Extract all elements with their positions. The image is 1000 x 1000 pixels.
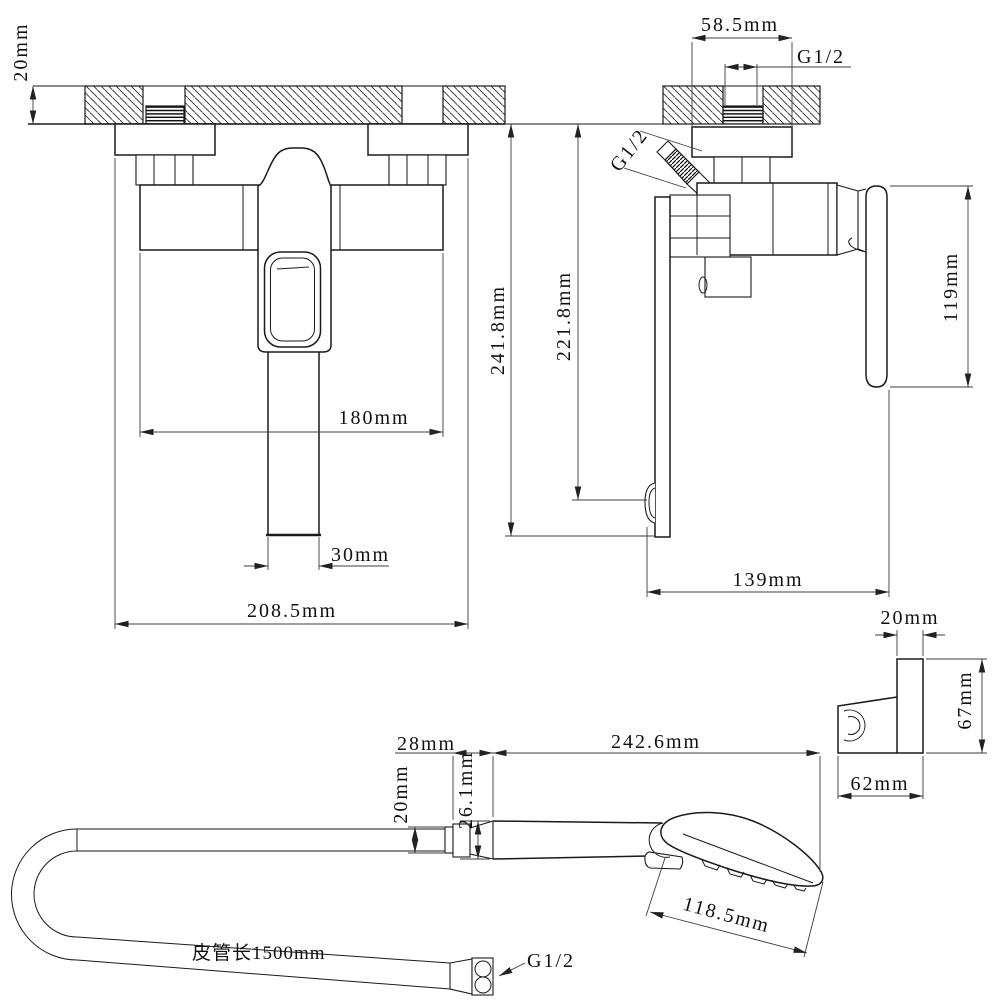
dim-side-overall-depth: 139mm xyxy=(646,390,890,597)
shower-head xyxy=(660,811,824,887)
dim-label-overall-height: 241.8mm xyxy=(487,285,509,375)
handle-side xyxy=(836,184,888,388)
flange-left xyxy=(114,123,216,156)
dim-side-inlet-offset: 58.5mm xyxy=(691,14,793,128)
dim-label-front-wall-thickness: 20mm xyxy=(10,22,32,81)
front-view: 20mm 180mm 30mm 208.5mm xyxy=(10,22,506,629)
dim-handle-end-dia: 26.1mm xyxy=(455,751,490,860)
wall-thread-side xyxy=(722,105,764,125)
dim-label-outlet-height: 221.8mm xyxy=(553,271,575,361)
hose-length-note: 皮管长1500mm xyxy=(192,942,326,964)
dim-shower-lengths: 28mm 242.6mm xyxy=(395,731,821,872)
side-view: 58.5mm G1/2 G1/2 241.8mm 221.8mm xyxy=(487,14,973,597)
dim-label-front-spout-width: 30mm xyxy=(331,544,390,566)
holder-view: 20mm 67mm 62mm xyxy=(837,607,987,800)
dim-holder-depth: 62mm xyxy=(837,756,924,800)
valve-column xyxy=(257,147,332,353)
spout xyxy=(266,352,321,537)
wall-section-side xyxy=(505,85,821,125)
handle-button-front xyxy=(263,251,322,348)
dim-side-overall-height: 241.8mm xyxy=(487,124,655,537)
dim-hose-connector-dia: 20mm xyxy=(390,764,445,854)
holder-wall-plate xyxy=(896,658,924,754)
dim-holder-plate-thickness: 20mm xyxy=(875,607,945,656)
dim-label-hose-thread: G1/2 xyxy=(527,950,575,972)
dim-label-handle-height: 119mm xyxy=(940,252,962,322)
dim-label-handle-end-dia: 26.1mm xyxy=(455,751,477,829)
dim-label-connector-length: 28mm xyxy=(397,733,456,755)
hose-outlet-port xyxy=(644,482,656,524)
dim-side-outlet-height: 221.8mm xyxy=(553,124,647,501)
dim-label-holder-plate-thickness: 20mm xyxy=(880,607,939,629)
shower-hose xyxy=(11,828,451,990)
dim-holder-height: 67mm xyxy=(926,658,987,754)
dim-wall-thread: G1/2 xyxy=(724,46,851,105)
dim-label-wall-thread: G1/2 xyxy=(797,46,845,68)
wall-section-front xyxy=(28,85,506,125)
dim-front-body-width: 180mm xyxy=(139,253,444,437)
dim-side-handle-height: 119mm xyxy=(890,185,973,388)
dim-label-front-overall-width: 208.5mm xyxy=(247,600,337,622)
hex-nut-right xyxy=(388,154,447,186)
plate-nut xyxy=(669,194,731,258)
dim-label-holder-depth: 62mm xyxy=(850,773,909,795)
dim-label-inlet-thread: G1/2 xyxy=(606,125,653,176)
eccentric-union xyxy=(691,126,793,158)
hose-end-fitting xyxy=(449,957,494,996)
spray-nozzles xyxy=(701,859,807,892)
dim-label-head-length: 118.5mm xyxy=(681,893,773,937)
diverter-knob xyxy=(698,256,752,298)
wall-thread-left xyxy=(145,105,185,125)
dim-hose-thread: G1/2 xyxy=(498,950,575,977)
escutcheon-plate-side xyxy=(654,196,671,538)
dim-label-hose-connector-dia: 20mm xyxy=(390,764,412,823)
dim-label-inlet-offset: 58.5mm xyxy=(701,14,779,36)
eccentric-nut xyxy=(713,156,771,185)
dim-label-holder-height: 67mm xyxy=(954,670,976,729)
flange-right xyxy=(367,123,469,156)
handshower-body xyxy=(492,811,824,892)
dim-front-wall-thickness: 20mm xyxy=(10,22,37,124)
holder-hook xyxy=(837,696,898,754)
dim-label-front-body-width: 180mm xyxy=(338,407,409,429)
handshower-view: 28mm 242.6mm 20mm 26.1mm 118.5mm 皮管长1500… xyxy=(11,731,824,996)
dim-label-overall-depth: 139mm xyxy=(732,569,803,591)
hex-nut-left xyxy=(135,154,194,186)
dim-front-spout-width: 30mm xyxy=(244,537,390,570)
dim-front-overall-width: 208.5mm xyxy=(114,158,469,629)
dim-label-shower-overall-length: 242.6mm xyxy=(611,731,701,753)
